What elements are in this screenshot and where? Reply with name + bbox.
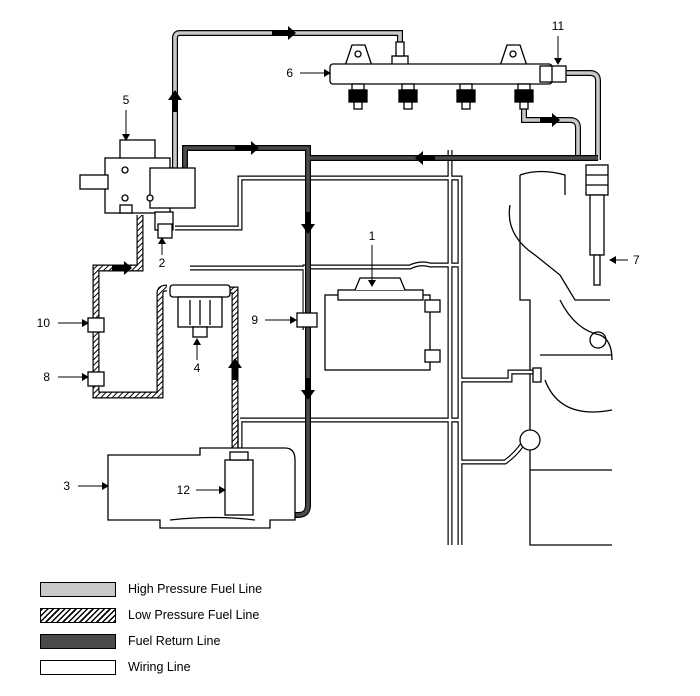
fuel-return-swatch bbox=[40, 633, 116, 649]
arrow-right-icon bbox=[272, 26, 296, 40]
legend: High Pressure Fuel Line Low Pressure Fue… bbox=[40, 576, 400, 680]
legend-item-wiring: Wiring Line bbox=[40, 654, 400, 680]
arrow-left-icon bbox=[415, 151, 435, 165]
legend-label: Wiring Line bbox=[128, 660, 191, 674]
callout-2: 2 bbox=[159, 256, 166, 270]
arrow-up-icon bbox=[168, 90, 182, 112]
common-rail bbox=[329, 41, 567, 110]
legend-item-high-pressure: High Pressure Fuel Line bbox=[40, 576, 400, 602]
arrow-down-icon bbox=[301, 212, 315, 234]
callout-1: 1 bbox=[369, 229, 376, 243]
callout-6: 6 bbox=[286, 66, 293, 80]
callout-labels: 1 2 3 4 5 6 7 8 9 10 11 12 bbox=[37, 19, 640, 497]
high-pressure-lines bbox=[172, 30, 601, 178]
engine-block bbox=[508, 170, 613, 546]
legend-label: Fuel Return Line bbox=[128, 634, 221, 648]
callout-8: 8 bbox=[43, 370, 50, 384]
callout-4: 4 bbox=[194, 361, 201, 375]
arrow-up-icon bbox=[228, 358, 242, 380]
callout-7: 7 bbox=[633, 253, 640, 267]
injector bbox=[585, 164, 609, 286]
flow-arrows bbox=[112, 26, 560, 400]
leader-arrowheads bbox=[82, 58, 616, 494]
legend-item-fuel-return: Fuel Return Line bbox=[40, 628, 400, 654]
callout-9: 9 bbox=[251, 313, 258, 327]
callout-10: 10 bbox=[37, 316, 51, 330]
callout-12: 12 bbox=[177, 483, 191, 497]
arrow-right-icon bbox=[112, 261, 132, 275]
engine-control-module bbox=[324, 277, 441, 371]
wiring-swatch bbox=[40, 659, 116, 675]
arrow-right-icon bbox=[235, 141, 259, 155]
callout-3: 3 bbox=[63, 479, 70, 493]
arrow-down-icon bbox=[301, 378, 315, 400]
callout-11: 11 bbox=[552, 19, 565, 33]
fuel-system-diagram: 1 2 3 4 5 6 7 8 9 10 11 12 bbox=[37, 19, 640, 546]
high-pressure-swatch bbox=[40, 581, 116, 597]
low-pressure-lines bbox=[92, 215, 239, 460]
high-pressure-pump bbox=[79, 139, 196, 231]
legend-label: High Pressure Fuel Line bbox=[128, 582, 263, 596]
fuel-filter bbox=[169, 284, 231, 338]
legend-item-low-pressure: Low Pressure Fuel Line bbox=[40, 602, 400, 628]
arrow-right-icon bbox=[540, 113, 560, 127]
fuel-tank bbox=[107, 447, 296, 529]
fuel-return-lines bbox=[182, 145, 598, 518]
callout-5: 5 bbox=[123, 93, 130, 107]
low-pressure-swatch bbox=[40, 607, 116, 623]
legend-label: Low Pressure Fuel Line bbox=[128, 608, 260, 622]
